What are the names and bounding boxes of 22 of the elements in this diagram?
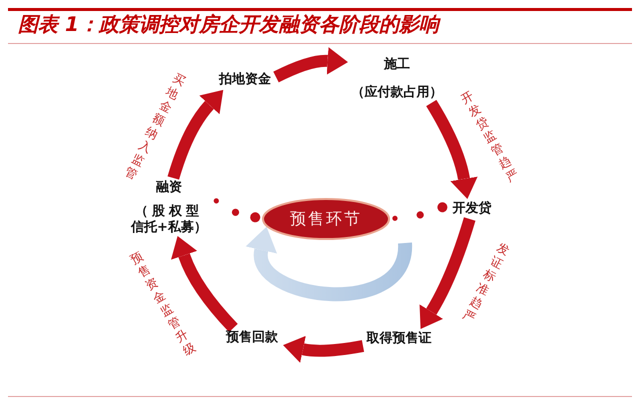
edge-label: 发证标准趋严 — [460, 240, 512, 326]
dotted-connector — [212, 198, 262, 222]
stage-label: 取得预售证 — [363, 329, 435, 349]
stage-label: 施工 — [384, 56, 410, 74]
stage-label: 预售回款 — [221, 328, 283, 348]
curved-arrow — [171, 236, 238, 332]
dotted-connector — [390, 202, 449, 221]
edge-label: 预售资金监管升级 — [128, 249, 198, 359]
curved-arrow — [419, 217, 476, 330]
curved-arrow — [426, 100, 478, 199]
stage-label: 预售环节 — [290, 209, 362, 229]
curved-arrow — [245, 226, 412, 302]
stage-label: 开发贷 — [449, 199, 495, 219]
stage-label: 融资 — [156, 179, 182, 197]
chart-title: 图表 1：政策调控对房企开发融资各阶段的影响 — [18, 11, 439, 37]
stage-label: 拍地资金 — [214, 70, 276, 90]
curved-arrow — [273, 47, 348, 82]
curved-arrow — [168, 90, 223, 180]
edge-label: 开发贷监管趋严 — [458, 88, 522, 186]
stage-note: （股权型信托+私募） — [130, 204, 208, 236]
stage-note: （应付款占用） — [352, 84, 442, 102]
curved-arrow — [282, 336, 364, 363]
